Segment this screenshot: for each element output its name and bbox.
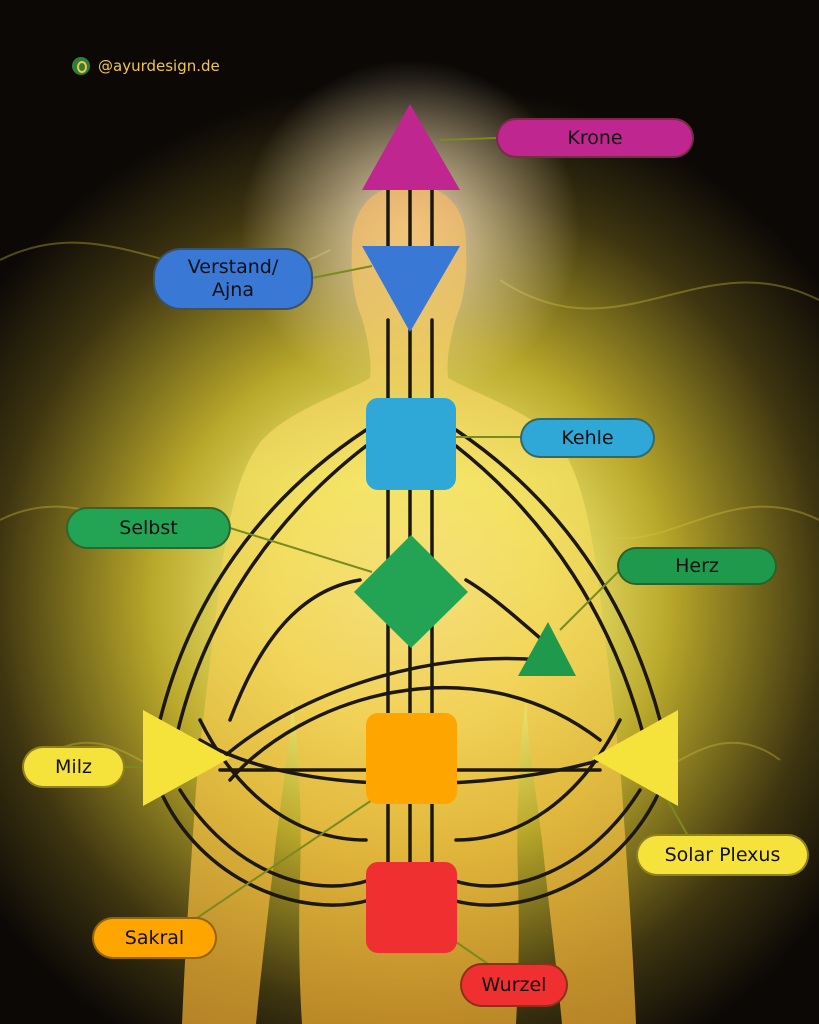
label-herz: Herz xyxy=(617,547,777,585)
kehle-center xyxy=(366,398,456,490)
selbst-center xyxy=(354,535,468,648)
channels xyxy=(158,183,662,907)
krone-center xyxy=(362,104,460,190)
label-selbst: Selbst xyxy=(66,507,231,549)
watermark-text: @ayurdesign.de xyxy=(98,57,220,75)
ajna-center xyxy=(362,246,460,332)
ayurdesign-logo-icon xyxy=(72,57,90,75)
watermark: @ayurdesign.de xyxy=(72,56,220,76)
wurzel-center xyxy=(366,862,457,953)
leader-lines xyxy=(124,137,689,965)
label-sakral: Sakral xyxy=(92,917,217,959)
milz-center xyxy=(143,710,230,806)
sakral-center xyxy=(366,713,457,804)
label-verstand-ajna: Verstand/ Ajna xyxy=(153,248,313,310)
label-krone: Krone xyxy=(496,118,694,158)
label-wurzel: Wurzel xyxy=(460,963,568,1007)
solar-plexus-center xyxy=(592,710,678,806)
label-solar-plexus: Solar Plexus xyxy=(636,834,809,876)
label-milz: Milz xyxy=(22,746,125,788)
herz-center xyxy=(518,622,576,676)
label-kehle: Kehle xyxy=(520,418,655,458)
